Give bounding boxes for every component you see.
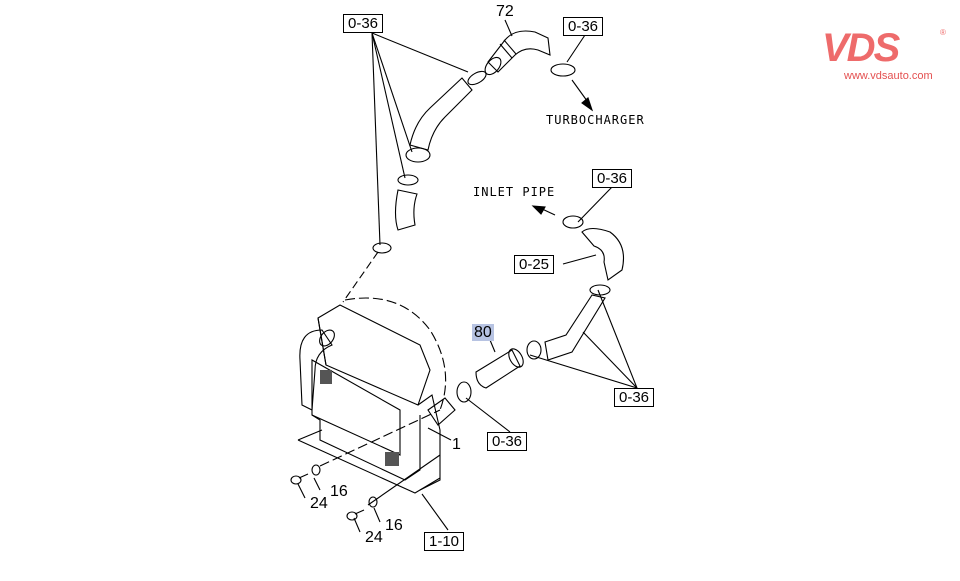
callout-washer-16-a[interactable]: 16 xyxy=(330,483,348,500)
callout-clamp-top-left[interactable]: 0-36 xyxy=(343,14,384,33)
intercooler xyxy=(297,297,456,506)
inlet-pipe-arrow xyxy=(531,205,546,215)
callout-pipe-0-25[interactable]: 0-25 xyxy=(514,255,555,274)
upper-pipe xyxy=(372,77,473,254)
registered-mark: ® xyxy=(940,28,946,37)
callout-bolt-24-b[interactable]: 24 xyxy=(365,529,383,546)
callout-assembly-1-10[interactable]: 1-10 xyxy=(424,532,465,551)
label-inlet-pipe: INLET PIPE xyxy=(473,185,556,199)
callout-intercooler-1[interactable]: 1 xyxy=(452,436,461,453)
turbocharger-arrow xyxy=(581,97,594,112)
logo-mark: VDS xyxy=(822,26,900,70)
callout-washer-16-b[interactable]: 16 xyxy=(385,517,403,534)
callout-bolt-24-a[interactable]: 24 xyxy=(310,495,328,512)
callout-clamp-top-right[interactable]: 0-36 xyxy=(563,17,604,36)
pipe-0-25 xyxy=(526,215,625,361)
label-turbocharger: TURBOCHARGER xyxy=(546,113,645,127)
callout-clamp-inlet[interactable]: 0-36 xyxy=(592,169,633,188)
vds-logo: VDS ® www.vdsauto.com xyxy=(822,28,952,82)
callout-clamp-hose-80[interactable]: 0-36 xyxy=(487,432,528,451)
callout-hose-72[interactable]: 72 xyxy=(496,3,514,20)
hose-80 xyxy=(456,348,524,403)
hose-72 xyxy=(467,30,576,86)
callout-clamp-lower-right[interactable]: 0-36 xyxy=(614,388,655,407)
leader-lines xyxy=(297,19,638,533)
bolts-washers xyxy=(290,464,378,521)
callout-hose-80[interactable]: 80 xyxy=(472,324,494,341)
logo-url: www.vdsauto.com xyxy=(844,70,933,82)
